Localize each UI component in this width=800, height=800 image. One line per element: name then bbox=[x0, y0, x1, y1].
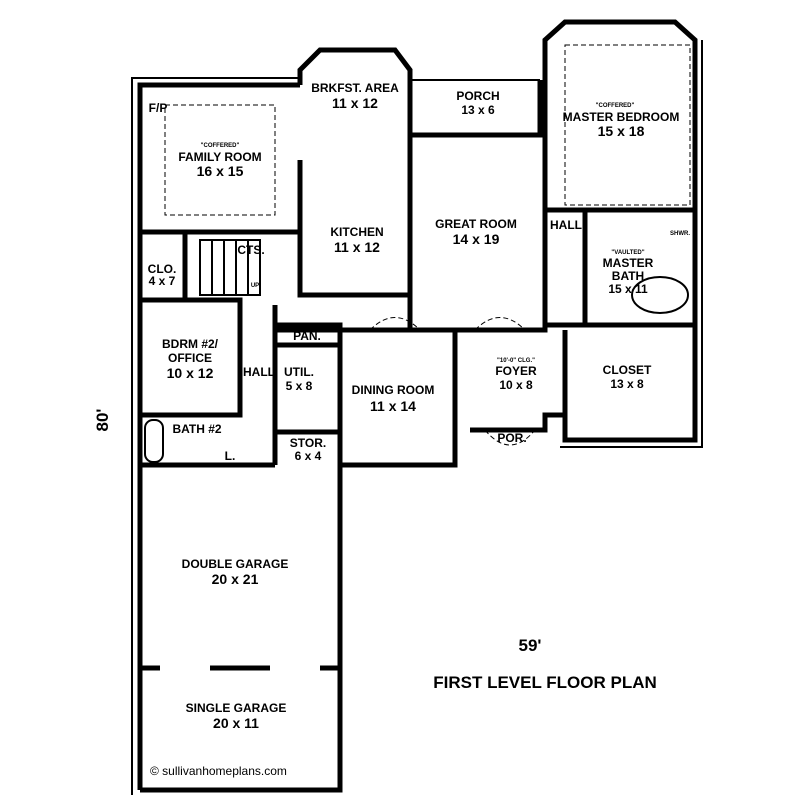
room-double-garage: DOUBLE GARAGE 20 x 21 bbox=[182, 557, 289, 587]
room-size: 20 x 11 bbox=[213, 715, 259, 731]
room-pantry: PAN. bbox=[293, 329, 321, 343]
room-size: 4 x 7 bbox=[149, 274, 176, 288]
room-name: CLOSET bbox=[603, 363, 652, 377]
room-size: 6 x 4 bbox=[295, 449, 322, 463]
room-name: MASTER BEDROOM bbox=[563, 110, 680, 124]
room-note: "VAULTED" bbox=[611, 250, 644, 256]
room-closet-small: CLO. 4 x 7 bbox=[148, 262, 177, 288]
room-name: FOYER bbox=[495, 364, 537, 378]
room-name: FAMILY ROOM bbox=[178, 150, 261, 164]
stair-up-label: UP bbox=[251, 283, 259, 289]
room-name: GREAT ROOM bbox=[435, 217, 517, 231]
room-size: 20 x 21 bbox=[212, 571, 259, 587]
room-size: 10 x 12 bbox=[167, 365, 214, 381]
room-size: 13 x 6 bbox=[461, 103, 495, 117]
room-single-garage: SINGLE GARAGE 20 x 11 bbox=[186, 701, 287, 731]
room-name: BDRM #2/ bbox=[162, 337, 219, 351]
shower-label: SHWR. bbox=[670, 231, 690, 237]
room-hall: HALL bbox=[243, 365, 275, 379]
room-breakfast: BRKFST. AREA 11 x 12 bbox=[311, 81, 399, 111]
bathtub bbox=[631, 276, 689, 314]
fireplace-label: F/P bbox=[149, 101, 168, 115]
room-name: STOR. bbox=[290, 436, 326, 450]
room-size: 11 x 12 bbox=[334, 239, 380, 255]
room-note: "COFFERED" bbox=[596, 103, 635, 109]
room-master-bedroom: "COFFERED" MASTER BEDROOM 15 x 18 bbox=[563, 103, 680, 139]
staircase bbox=[199, 239, 261, 296]
room-note: "COFFERED" bbox=[201, 143, 240, 149]
room-size: 11 x 14 bbox=[370, 398, 416, 414]
room-name: SINGLE GARAGE bbox=[186, 701, 287, 715]
bathtub bbox=[144, 419, 164, 463]
room-hall-master: HALL bbox=[550, 218, 582, 232]
room-size: 5 x 8 bbox=[286, 379, 313, 393]
room-bedroom-2: BDRM #2/ OFFICE 10 x 12 bbox=[162, 337, 219, 381]
room-name: BATH bbox=[612, 269, 644, 283]
room-size: 16 x 15 bbox=[197, 163, 244, 179]
walls bbox=[131, 19, 703, 795]
room-porch-front: POR. bbox=[497, 431, 526, 445]
room-size: 11 x 12 bbox=[332, 95, 378, 111]
room-name: CLO. bbox=[148, 262, 177, 276]
room-closet: CLOSET 13 x 8 bbox=[603, 363, 652, 391]
room-size: 13 x 8 bbox=[610, 377, 644, 391]
room-size: 14 x 19 bbox=[453, 231, 500, 247]
room-name: MASTER bbox=[603, 256, 654, 270]
room-name: DINING ROOM bbox=[352, 383, 435, 397]
room-linen: L. bbox=[225, 449, 236, 463]
room-name: KITCHEN bbox=[330, 225, 383, 239]
room-foyer: "10'-0" CLG." FOYER 10 x 8 bbox=[495, 358, 537, 392]
room-master-bath: "VAULTED" MASTER BATH 15 x 11 SHWR. bbox=[603, 231, 691, 296]
room-size: 15 x 18 bbox=[598, 123, 645, 139]
room-dining: DINING ROOM 11 x 14 bbox=[352, 383, 435, 414]
plan-title: FIRST LEVEL FLOOR PLAN bbox=[433, 673, 657, 692]
room-bath-2: BATH #2 bbox=[172, 422, 221, 436]
room-family: F/P "COFFERED" FAMILY ROOM 16 x 15 bbox=[149, 101, 262, 179]
depth-dimension: 80' bbox=[93, 409, 112, 432]
room-size: 15 x 11 bbox=[608, 282, 648, 296]
room-storage: STOR. 6 x 4 bbox=[290, 436, 326, 463]
room-name: OFFICE bbox=[168, 351, 212, 365]
room-kitchen: KITCHEN 11 x 12 bbox=[330, 225, 383, 255]
room-cts: CTS. bbox=[237, 243, 264, 257]
room-name: DOUBLE GARAGE bbox=[182, 557, 289, 571]
room-name: BRKFST. AREA bbox=[311, 81, 399, 95]
room-name: UTIL. bbox=[284, 365, 314, 379]
copyright: © sullivanhomeplans.com bbox=[150, 764, 287, 778]
room-note: "10'-0" CLG." bbox=[497, 358, 535, 364]
room-size: 10 x 8 bbox=[499, 378, 533, 392]
room-great: GREAT ROOM 14 x 19 bbox=[435, 217, 517, 247]
room-utility: UTIL. 5 x 8 bbox=[284, 365, 314, 393]
room-name: PORCH bbox=[456, 89, 499, 103]
width-dimension: 59' bbox=[519, 636, 542, 655]
room-porch: PORCH 13 x 6 bbox=[456, 89, 499, 117]
